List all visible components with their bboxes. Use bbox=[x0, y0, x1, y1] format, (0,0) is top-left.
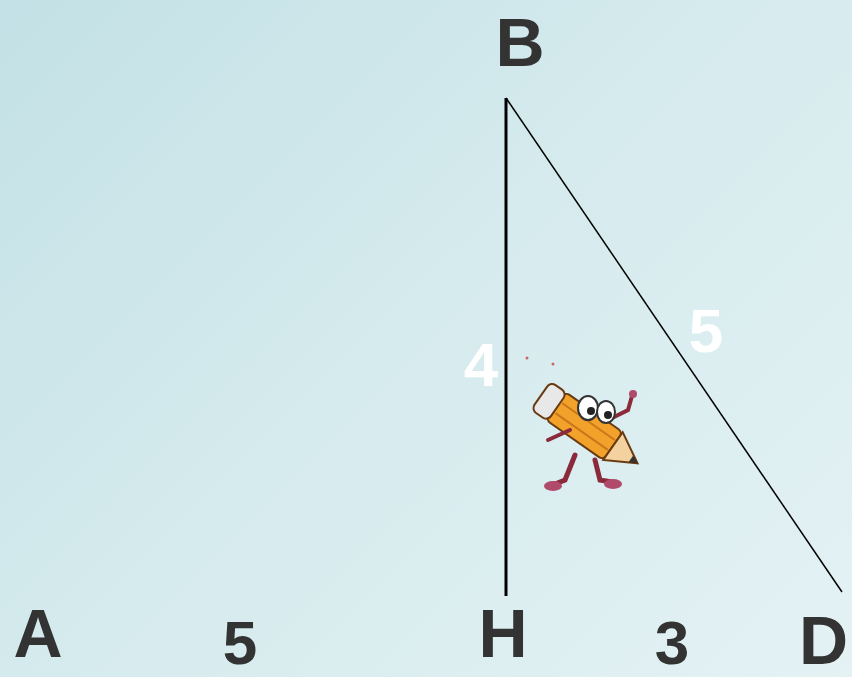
point-label: A bbox=[13, 599, 62, 667]
length-label: 4 bbox=[464, 334, 498, 396]
length-label: 3 bbox=[655, 612, 689, 674]
point-label: B bbox=[495, 8, 544, 76]
pencil-mascot bbox=[526, 357, 648, 492]
length-label: 5 bbox=[223, 612, 257, 674]
length-label: 5 bbox=[689, 300, 723, 362]
height-line bbox=[505, 98, 508, 596]
point-label: D bbox=[799, 606, 848, 674]
point-label: H bbox=[478, 599, 527, 667]
hypotenuse-line bbox=[506, 98, 842, 592]
